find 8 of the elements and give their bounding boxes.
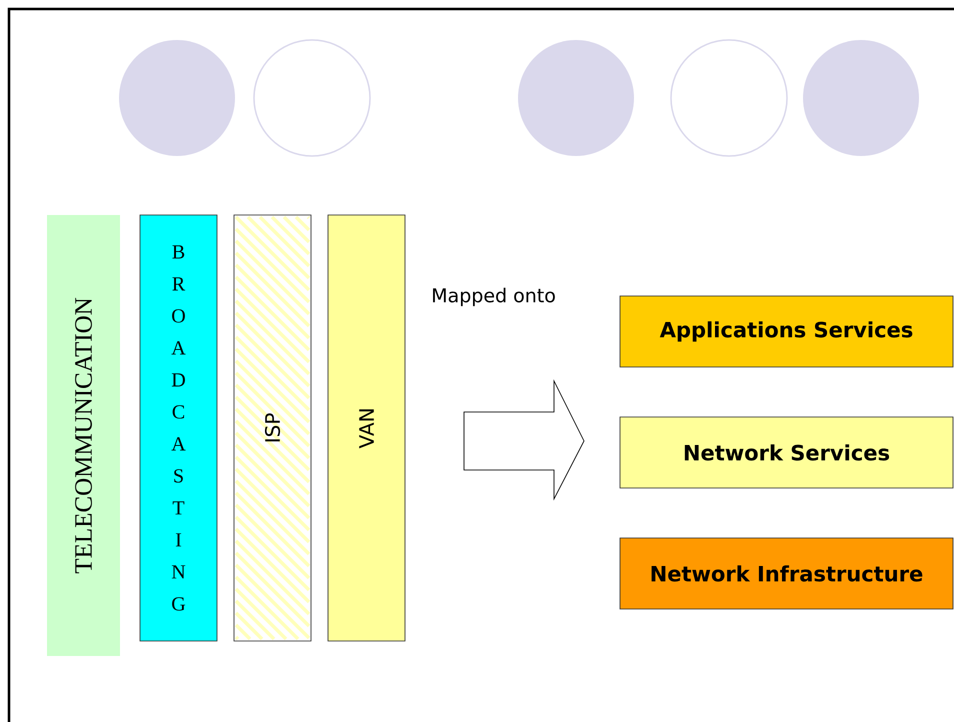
layer-box: Applications Services (620, 296, 954, 368)
layer-box: Network Infrastructure (620, 538, 954, 610)
hatched-band: ISP (234, 214, 312, 642)
layer-box: Network Services (620, 416, 954, 488)
vertical-band: TELECOMMUNICATION (47, 214, 120, 656)
vertical-band: VAN (328, 214, 406, 642)
arrow-caption: Mapped onto (433, 288, 555, 306)
vertical-band: BROADCASTING (140, 214, 218, 642)
